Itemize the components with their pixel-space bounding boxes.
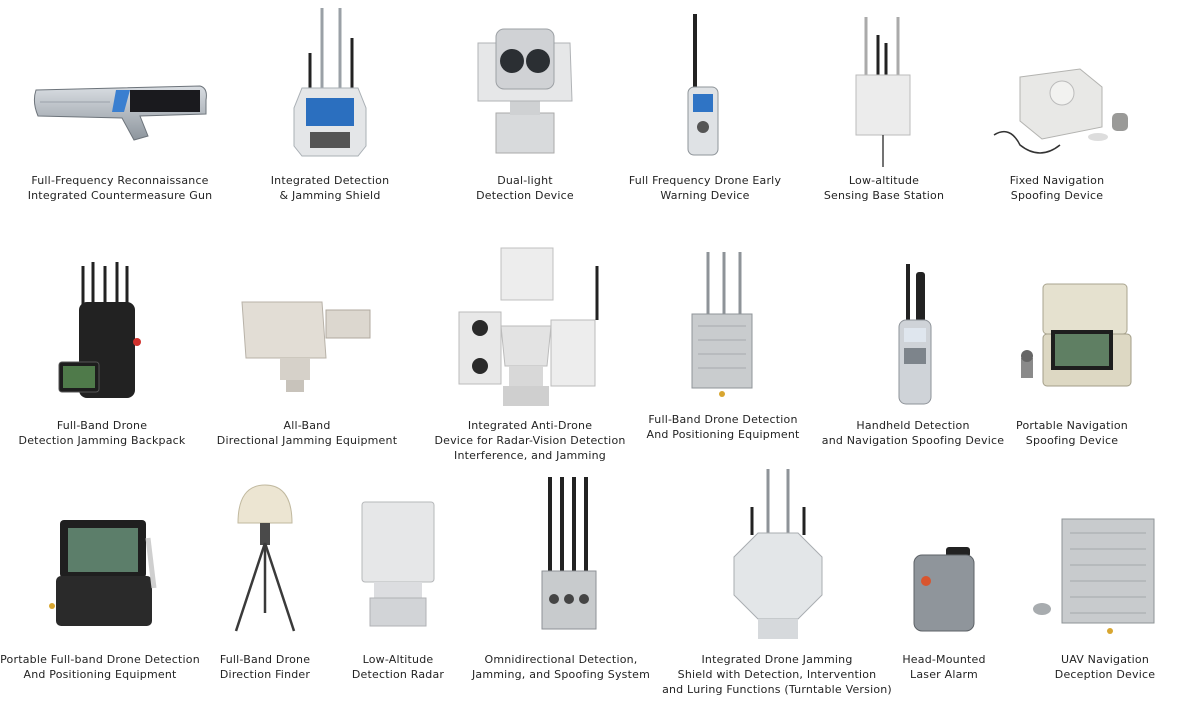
dual-camera-icon (470, 25, 580, 155)
multi-antenna-icon (538, 475, 603, 635)
base-station-icon (850, 15, 920, 170)
directional-jammer-icon (240, 300, 375, 395)
handheld-radio-icon (680, 12, 730, 157)
rugged-case-icon (48, 518, 163, 630)
backpack-icon (55, 262, 145, 402)
handheld-device-icon (893, 262, 938, 407)
radar-panel-icon (360, 500, 440, 630)
antenna-box-icon (688, 250, 768, 400)
head-mounted-alarm-icon (910, 545, 980, 635)
octagon-shield-icon (728, 467, 828, 642)
finned-box-icon (1030, 515, 1165, 640)
gun-device-icon (30, 80, 210, 150)
shield-terminal-icon (290, 8, 370, 163)
radar-turret-icon (455, 246, 605, 408)
tripod-dome-icon (230, 483, 300, 635)
product-caption: Omnidirectional Detection,Jamming, and S… (471, 653, 651, 681)
product-caption: Integrated Detection& Jamming Shield (270, 174, 390, 202)
junction-box-icon (990, 65, 1140, 160)
rugged-case-icon (1015, 282, 1135, 392)
